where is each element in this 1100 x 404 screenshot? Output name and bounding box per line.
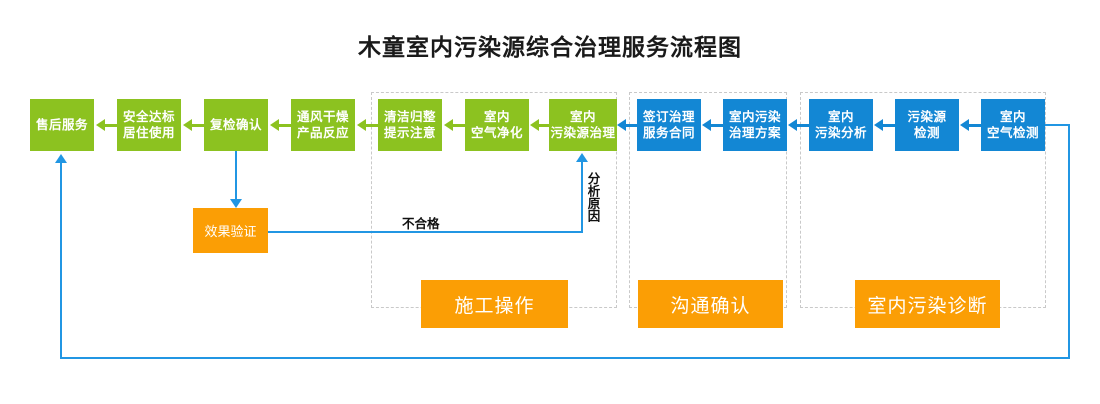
node-label: 室内 空气净化 xyxy=(470,109,523,140)
node-ventilate-dry-react[interactable]: 通风干燥 产品反应 xyxy=(291,99,355,151)
node-label: 通风干燥 产品反应 xyxy=(296,109,349,140)
connector-return-bottom-horizontal xyxy=(60,357,1070,359)
node-pollution-source-test[interactable]: 污染源 检测 xyxy=(895,99,959,151)
node-recheck-confirm[interactable]: 复检确认 xyxy=(204,99,268,151)
node-label: 污染源 检测 xyxy=(907,109,947,140)
node-label: 清洁归整 提示注意 xyxy=(383,109,436,140)
arrowhead-to-validation xyxy=(230,199,242,208)
node-label: 室内 空气检测 xyxy=(986,109,1039,140)
node-indoor-pollution-analyze[interactable]: 室内 污染分析 xyxy=(809,99,873,151)
edge-label-analyze-cause: 分析原因 xyxy=(585,172,601,222)
node-label: 室内 污染分析 xyxy=(814,109,867,140)
edge-label-fail: 不合格 xyxy=(402,216,440,231)
node-label: 售后服务 xyxy=(35,117,88,133)
page-title: 木童室内污染源综合治理服务流程图 xyxy=(358,35,742,61)
phase-indoor-pollution-diagnosis[interactable]: 室内污染诊断 xyxy=(855,280,1000,328)
connector-recheck-to-validation xyxy=(235,151,237,200)
phase-communication-confirm[interactable]: 沟通确认 xyxy=(638,280,783,328)
connector-return-left-vertical xyxy=(60,163,62,359)
node-label: 室内 污染源治理 xyxy=(550,109,616,140)
node-sign-service-contract[interactable]: 签订治理 服务合同 xyxy=(637,99,701,151)
node-indoor-pollution-treat[interactable]: 室内 污染源治理 xyxy=(549,99,617,151)
node-label: 复检确认 xyxy=(209,117,262,133)
connector-fail-vertical xyxy=(581,162,583,232)
node-safety-standard-living[interactable]: 安全达标 居住使用 xyxy=(117,99,181,151)
phase-label: 室内污染诊断 xyxy=(867,294,988,317)
connector-return-right-vertical xyxy=(1068,124,1070,359)
node-indoor-pollution-plan[interactable]: 室内污染 治理方案 xyxy=(723,99,787,151)
node-label: 签订治理 服务合同 xyxy=(642,109,695,140)
phase-construction-operation[interactable]: 施工操作 xyxy=(421,280,568,328)
connector-fail-horizontal xyxy=(268,231,583,233)
node-after-sales-service[interactable]: 售后服务 xyxy=(30,99,94,151)
node-indoor-air-test[interactable]: 室内 空气检测 xyxy=(981,99,1045,151)
connector-return-from-air-test xyxy=(1045,124,1070,126)
phase-label: 沟通确认 xyxy=(670,294,751,317)
arrowhead-to-after-sales-service xyxy=(55,154,67,163)
node-effect-validation[interactable]: 效果验证 xyxy=(193,208,268,253)
node-label: 室内污染 治理方案 xyxy=(728,109,781,140)
node-clean-tidy-notice[interactable]: 清洁归整 提示注意 xyxy=(378,99,442,151)
arrowhead-to-pollution-treat xyxy=(576,153,588,162)
node-label: 安全达标 居住使用 xyxy=(122,109,175,140)
node-indoor-air-purify[interactable]: 室内 空气净化 xyxy=(465,99,529,151)
node-label: 效果验证 xyxy=(204,225,257,240)
phase-label: 施工操作 xyxy=(454,294,535,317)
